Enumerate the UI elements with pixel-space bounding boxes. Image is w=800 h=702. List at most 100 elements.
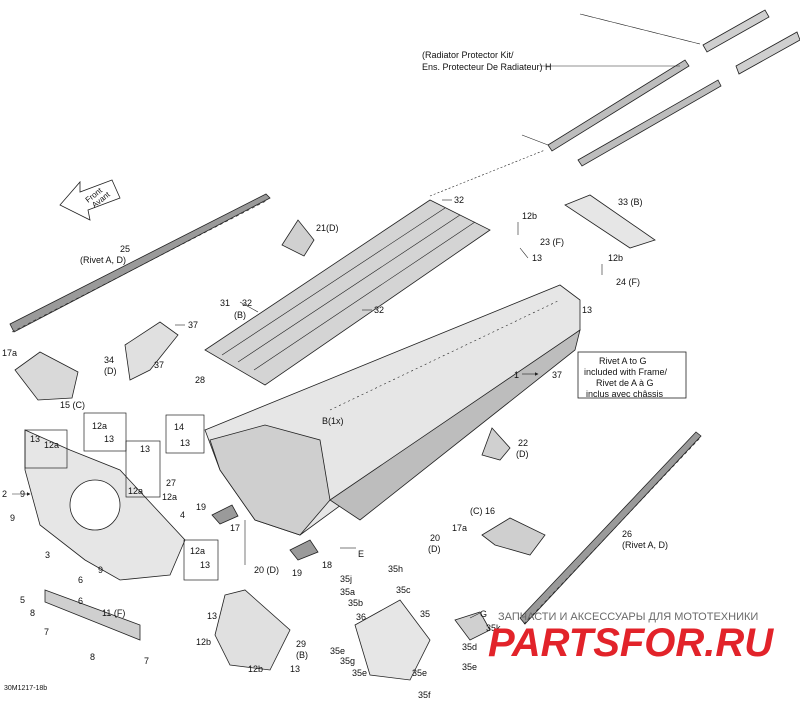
label-13-a: 13	[532, 253, 542, 263]
rivet-box-line-1: Rivet A to G	[599, 356, 647, 366]
label-8-a: 8	[30, 608, 35, 618]
bracket-22	[481, 427, 511, 461]
rivet-info-box	[577, 351, 687, 399]
label-9-b: 9	[98, 565, 103, 575]
label-13-c: 13	[30, 434, 40, 444]
callout-box-12a-13	[83, 412, 127, 452]
label-13-b: 13	[582, 305, 592, 315]
front-direction-arrow	[59, 179, 121, 221]
label-2: 2	[2, 489, 7, 499]
label-23: 23 (F)	[540, 237, 564, 247]
right-runner-rail	[519, 431, 702, 625]
label-35f: 35f	[418, 690, 431, 700]
label-34-d: (D)	[104, 366, 117, 376]
label-9-a: 9	[10, 513, 15, 523]
label-36: 36	[356, 612, 366, 622]
label-35g: 35g	[340, 656, 355, 666]
label-20-b-d: (D)	[428, 544, 441, 554]
label-13-f: 13	[180, 438, 190, 448]
label-35e-c: 35e	[352, 668, 367, 678]
label-32-top: 32	[454, 195, 464, 205]
label-35a: 35a	[340, 587, 355, 597]
label-4: 4	[180, 510, 185, 520]
label-29-b: (B)	[296, 650, 308, 660]
callout-box-12a-13-lower	[183, 539, 219, 581]
radiator-protector-strips	[429, 9, 800, 197]
watermark-text: ЗАПЧАСТИ И АКСЕССУАРЫ ДЛЯ МОТОТЕХНИКИ	[498, 611, 758, 623]
label-6-b: 6	[78, 596, 83, 606]
watermark-logo: PARTSFOR.RU	[488, 621, 774, 665]
tunnel-frame	[204, 284, 581, 536]
front-bulkhead	[24, 429, 186, 581]
label-37-b: 37	[154, 360, 164, 370]
label-32-b: (B)	[234, 310, 246, 320]
label-29: 29	[296, 639, 306, 649]
label-11: 11 (F)	[102, 608, 125, 618]
label-35h: 35h	[388, 564, 403, 574]
radiator-29	[214, 589, 291, 671]
label-9-c: 9	[20, 489, 25, 499]
label-rivet-ad-2: (Rivet A, D)	[622, 540, 668, 550]
label-15: 15 (C)	[60, 400, 85, 410]
label-35e-a: 35e	[330, 646, 345, 656]
rivet-box-line-4: inclus avec châssis	[586, 389, 664, 399]
label-3: 3	[45, 550, 50, 560]
steering-support-35	[354, 599, 491, 681]
label-rivet-ad-1: (Rivet A, D)	[80, 255, 126, 265]
callout-box-14-13	[165, 414, 205, 454]
label-35e-d: 35e	[412, 668, 427, 678]
label-21: 21(D)	[316, 223, 339, 233]
label-12b-d: 12b	[248, 664, 263, 674]
label-37-a: 37	[188, 320, 198, 330]
label-8-b: 8	[90, 652, 95, 662]
label-13-d: 13	[104, 434, 114, 444]
label-22: 22	[518, 438, 528, 448]
bracket-34	[124, 321, 179, 381]
label-12b-a: 12b	[522, 211, 537, 221]
label-32-right: 32	[374, 305, 384, 315]
label-31: 31	[220, 298, 230, 308]
label-7-a: 7	[44, 627, 49, 637]
label-5: 5	[20, 595, 25, 605]
label-20-a: 20 (D)	[254, 565, 279, 575]
bracket-21	[281, 219, 315, 257]
part-labels: (Radiator Protector Kit/ Ens. Protecteur…	[2, 50, 668, 700]
label-32-mid: 32	[242, 298, 252, 308]
radiator-kit-label-1: (Radiator Protector Kit/	[422, 50, 514, 60]
label-e: E	[358, 549, 364, 559]
callout-box-13-12a	[24, 429, 68, 469]
label-17: 17	[230, 523, 240, 533]
label-27: 27	[166, 478, 176, 488]
label-37-c: 37	[552, 370, 562, 380]
small-brackets	[211, 504, 319, 561]
label-7-b: 7	[144, 656, 149, 666]
watermark: ЗАПЧАСТИ И АКСЕССУАРЫ ДЛЯ МОТОТЕХНИКИ PA…	[488, 611, 774, 665]
label-17a-right: 17a	[452, 523, 467, 533]
rivet-box-line-3: Rivet de A à G	[596, 378, 654, 388]
leader-lines	[12, 199, 603, 619]
label-35: 35	[420, 609, 430, 619]
label-13-e: 13	[140, 444, 150, 454]
callout-box-13-12a-rivets	[125, 440, 161, 498]
label-14: 14	[174, 422, 184, 432]
label-12b-c: 12b	[196, 637, 211, 647]
label-22-d: (D)	[516, 449, 529, 459]
label-35e-b: 35e	[462, 662, 477, 672]
label-35k: 35k	[486, 623, 501, 633]
label-17a-left: 17a	[2, 348, 17, 358]
label-12a-f: 12a	[162, 492, 177, 502]
label-12b-b: 12b	[608, 253, 623, 263]
label-26: 26	[622, 529, 632, 539]
label-6-a: 6	[78, 575, 83, 585]
label-35b: 35b	[348, 598, 363, 608]
label-12a-c: 12a	[44, 440, 59, 450]
label-19-b: 19	[292, 568, 302, 578]
radiator-kit-label-2: Ens. Protecteur De Radiateur) H	[422, 62, 552, 72]
rivet-box-line-2: included with Frame/	[584, 367, 668, 377]
label-24: 24 (F)	[616, 277, 640, 287]
label-35c: 35c	[396, 585, 411, 595]
label-b1x: B(1x)	[322, 416, 344, 426]
label-16: (C) 16	[470, 506, 495, 516]
label-19-a: 19	[196, 502, 206, 512]
